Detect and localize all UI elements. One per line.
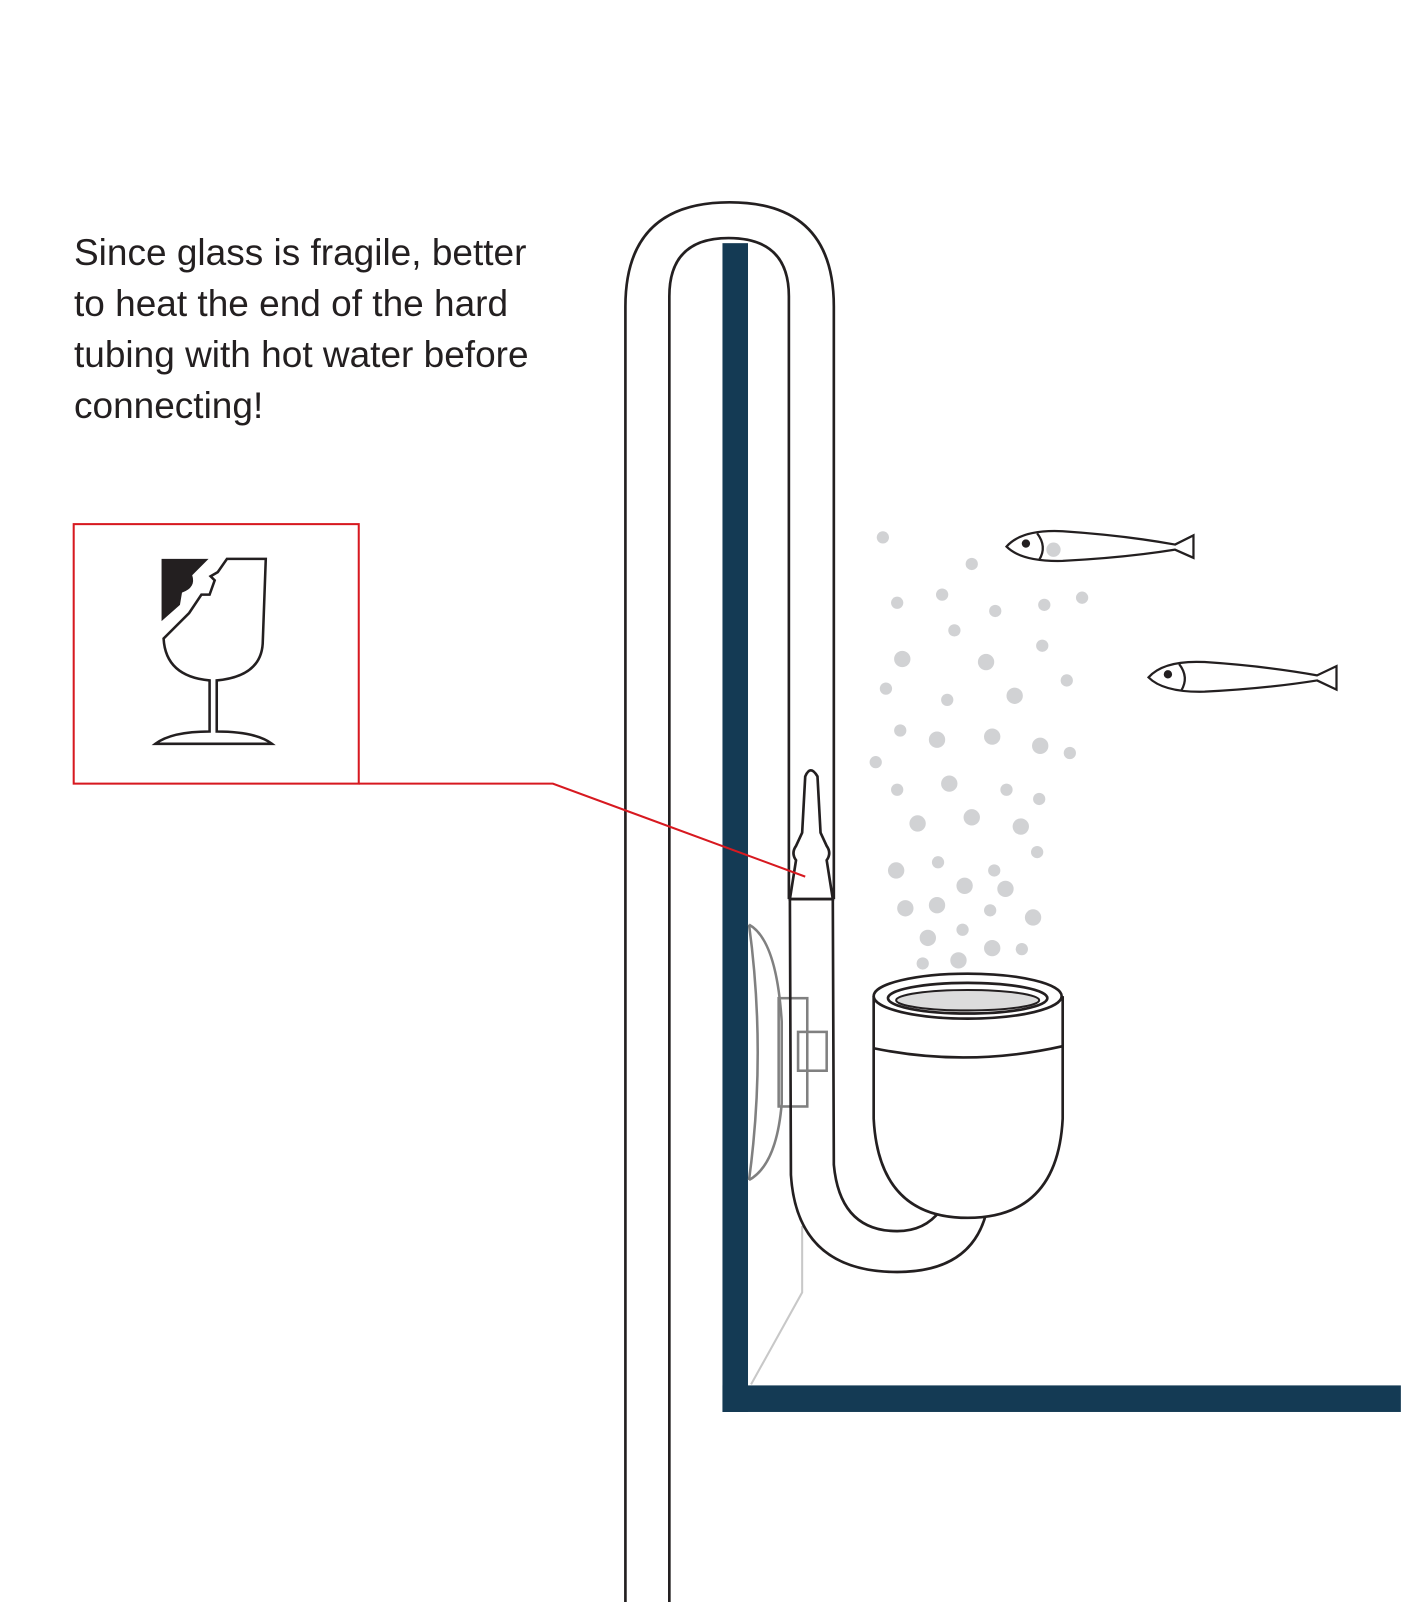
co2-bubbles [869, 531, 1089, 970]
bubble [1036, 639, 1049, 652]
fish-icon [1004, 529, 1195, 563]
bubble [1046, 542, 1061, 557]
bubble [935, 588, 949, 601]
bubble [1033, 792, 1046, 806]
bubble [894, 650, 911, 668]
bubble [869, 756, 882, 769]
bubble [894, 724, 907, 737]
bubble [1031, 845, 1044, 859]
bubble [887, 862, 905, 879]
bubble [897, 900, 914, 917]
note-line: to heat the end of the hard [74, 283, 509, 324]
bubble [1006, 687, 1023, 704]
bubble [1012, 818, 1029, 835]
bubble [988, 864, 1001, 877]
bubble [984, 939, 1001, 957]
bubble [909, 815, 926, 832]
bubble [916, 957, 929, 970]
bubble [1063, 746, 1076, 760]
bubble [919, 929, 936, 947]
bubble [984, 904, 997, 917]
note-line: Since glass is fragile, better [74, 232, 527, 273]
bubble [1015, 943, 1028, 956]
bubble [931, 856, 945, 869]
suction-cup [747, 923, 828, 1385]
fragile-glass-icon [151, 557, 276, 746]
note-line: tubing with hot water before [74, 334, 529, 375]
bubble [989, 604, 1002, 618]
instruction-note: Since glass is fragile, better to heat t… [74, 227, 634, 431]
bubble [1000, 783, 1013, 796]
bubble [950, 952, 967, 969]
bubble [965, 557, 978, 571]
bubble [1060, 674, 1073, 687]
bubble [876, 531, 890, 544]
bubble [928, 897, 946, 914]
bubble [956, 877, 973, 894]
bubble [963, 809, 980, 826]
bubble [1032, 737, 1049, 755]
bubble [997, 880, 1014, 898]
bubble [891, 783, 904, 796]
bubble [984, 728, 1001, 745]
bubble [977, 653, 995, 671]
bubble [1075, 591, 1089, 604]
glass-u-tube [624, 200, 988, 1602]
bubble [1024, 909, 1042, 926]
bubble [891, 596, 904, 609]
aquarium-tank-wall [722, 243, 1401, 1412]
bubble [956, 923, 969, 936]
note-line: connecting! [74, 385, 264, 426]
fish-icon [1146, 660, 1338, 693]
bubble [948, 624, 961, 637]
bubble [941, 775, 958, 792]
bubble [941, 693, 954, 706]
bubble [1038, 598, 1051, 611]
co2-diffuser [872, 972, 1065, 1220]
bubble [879, 682, 893, 695]
fragile-warning-callout [72, 523, 806, 878]
bubble [928, 731, 946, 748]
